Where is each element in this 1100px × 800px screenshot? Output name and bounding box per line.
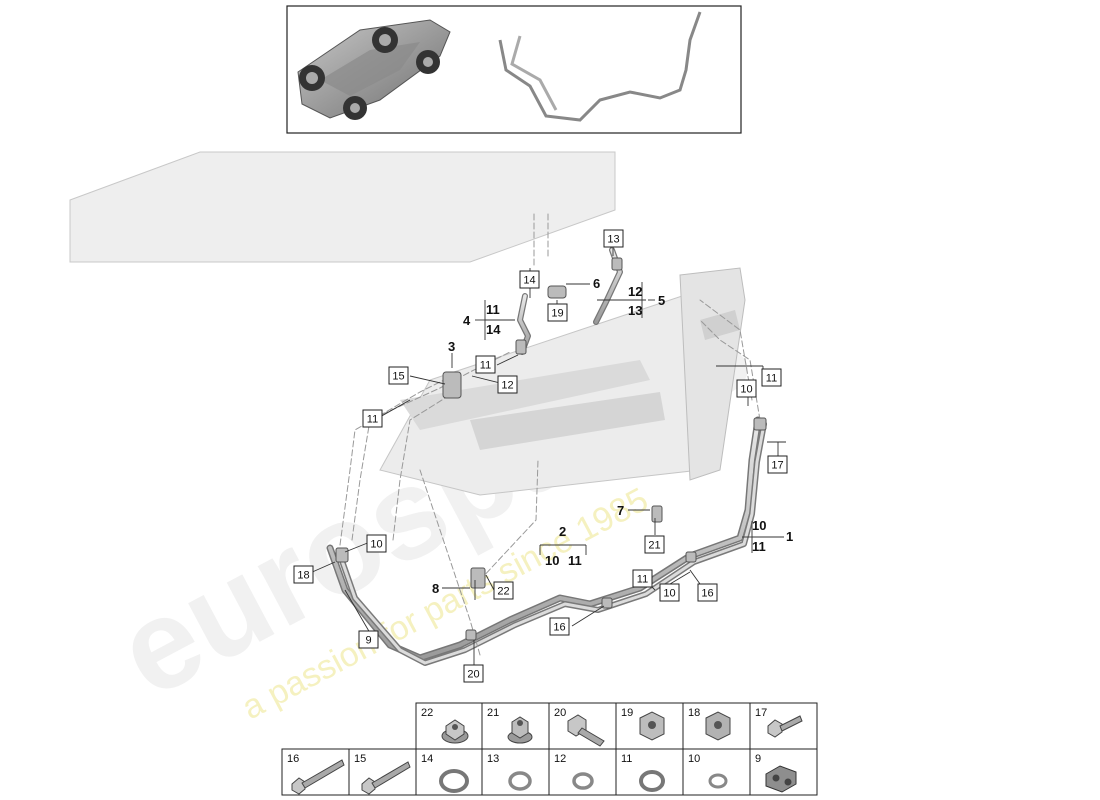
parts-table-numbers: 22 21 20 19 18 17 16 15 14 13 12 11 10 9 [287, 707, 767, 765]
label-box-text: 17 [771, 460, 783, 472]
bolt-icon [361, 761, 411, 795]
car-illustration [297, 19, 451, 120]
label-box-text: 14 [523, 275, 535, 287]
callout-4: 4 [463, 313, 471, 328]
label-box-text: 16 [553, 622, 565, 634]
label-box-text: 9 [365, 635, 371, 647]
label-box-text: 22 [497, 586, 509, 598]
fittings [335, 257, 767, 641]
label-box: 16 [697, 583, 718, 602]
label-box-text: 11 [766, 373, 777, 385]
label-box-text: 21 [648, 540, 660, 552]
hex-nut-icon [705, 711, 731, 741]
callout-5-sub-a: 12 [628, 284, 642, 299]
vehicle-floor [69, 151, 746, 496]
label-box: 20 [463, 664, 484, 683]
label-box: 15 [388, 366, 409, 385]
label-box-text: 19 [551, 308, 563, 320]
label-box-text: 16 [701, 588, 713, 600]
label-box: 9 [358, 630, 379, 649]
part-number: 19 [621, 707, 633, 719]
callout-6: 6 [593, 276, 600, 291]
boxed-labels: 13 14 19 15 11 12 11 10 11 17 10 18 9 22… [293, 229, 788, 683]
part-number: 14 [421, 753, 433, 765]
part-number: 15 [354, 753, 366, 765]
parts-table [281, 702, 818, 796]
label-box: 10 [736, 379, 757, 398]
part-number: 10 [688, 753, 700, 765]
callout-2-sub-a: 10 [545, 553, 559, 568]
seal-ring-icon [572, 772, 594, 790]
part-number: 18 [688, 707, 700, 719]
label-box-text: 10 [370, 539, 382, 551]
part-number: 13 [487, 753, 499, 765]
callout-1-sub-b: 11 [752, 539, 766, 554]
part-number: 11 [621, 753, 632, 765]
callout-5: 5 [658, 293, 665, 308]
bolt-icon [767, 715, 803, 738]
seal-ring-icon [708, 773, 728, 789]
seal-ring-icon [439, 769, 469, 793]
label-box-text: 11 [367, 414, 378, 426]
callout-1-sub-a: 10 [752, 518, 766, 533]
label-box-text: 15 [392, 371, 404, 383]
label-box: 19 [547, 303, 568, 322]
hex-nut-icon [639, 711, 665, 741]
callout-1: 1 [786, 529, 793, 544]
label-box-text: 12 [501, 380, 513, 392]
label-box-text: 11 [480, 360, 491, 372]
label-box: 10 [366, 534, 387, 553]
callout-3: 3 [448, 339, 455, 354]
seal-ring-icon [508, 771, 532, 791]
label-box: 11 [632, 569, 653, 588]
label-box: 11 [475, 355, 496, 374]
label-box-text: 11 [637, 574, 648, 586]
label-box: 21 [644, 535, 665, 554]
label-box: 11 [761, 368, 782, 387]
pipe-overview [498, 11, 702, 122]
overview-inset [286, 5, 742, 134]
label-box: 10 [659, 583, 680, 602]
part-number: 17 [755, 707, 767, 719]
label-box: 11 [362, 409, 383, 428]
callout-4-sub-b: 14 [486, 322, 501, 337]
callout-2-sub-b: 11 [568, 553, 582, 568]
leader-lines [309, 248, 786, 665]
seal-ring-icon [639, 770, 665, 792]
label-box: 12 [497, 375, 518, 394]
clip-icon [765, 765, 797, 793]
part-number: 9 [755, 753, 761, 765]
label-box-text: 10 [663, 588, 675, 600]
callout-7: 7 [617, 503, 624, 518]
callout-2: 2 [559, 524, 566, 539]
label-box: 18 [293, 565, 314, 584]
bolt-icon [291, 759, 345, 795]
part-number: 16 [287, 753, 299, 765]
callouts: 6 5 12 13 4 11 14 3 7 8 2 10 11 1 10 11 [432, 276, 793, 596]
bolt-icon [567, 714, 605, 747]
part-number: 21 [487, 707, 499, 719]
label-box: 17 [767, 455, 788, 474]
label-box-text: 18 [297, 570, 309, 582]
label-box-text: 13 [607, 234, 619, 246]
label-box-text: 10 [740, 384, 752, 396]
nut-icon [507, 716, 533, 744]
label-box-text: 20 [467, 669, 479, 681]
callout-4-sub-a: 11 [486, 302, 500, 317]
label-box: 22 [493, 581, 514, 600]
callout-8: 8 [432, 581, 439, 596]
callout-5-sub-b: 13 [628, 303, 642, 318]
label-box: 16 [549, 617, 570, 636]
label-box: 13 [603, 229, 624, 248]
flange-nut-icon [441, 719, 469, 744]
label-box: 14 [519, 270, 540, 289]
part-number: 20 [554, 707, 566, 719]
parts-table-icons [291, 711, 803, 795]
part-number: 22 [421, 707, 433, 719]
part-number: 12 [554, 753, 566, 765]
